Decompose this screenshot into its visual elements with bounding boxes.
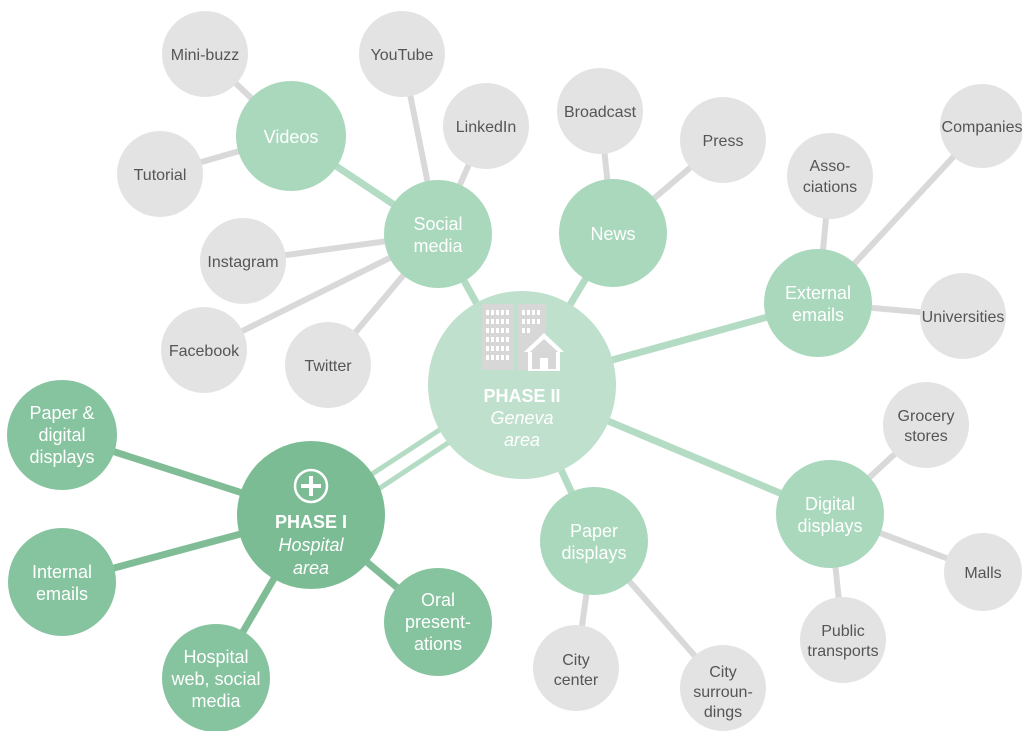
instagram-label: Instagram — [207, 254, 278, 271]
associations-label-2: ciations — [803, 179, 857, 196]
youtube-label: YouTube — [371, 47, 434, 64]
phase2-category-nodes: Videos Social media News External emails… — [236, 81, 884, 595]
paper-displays-label-2: displays — [561, 543, 626, 563]
buildings-house-icon — [482, 304, 564, 371]
oral-presentations-label-2: present- — [405, 612, 471, 632]
digital-displays-label-1: Digital — [805, 494, 855, 514]
node-videos: Videos — [236, 81, 346, 191]
node-broadcast: Broadcast — [557, 68, 643, 154]
node-city-center: City center — [533, 625, 619, 711]
node-associations: Asso- ciations — [787, 133, 873, 219]
internal-emails-label-2: emails — [36, 584, 88, 604]
edge-phase-link-b — [372, 436, 456, 495]
associations-label-1: Asso- — [810, 158, 851, 175]
news-label: News — [590, 224, 635, 244]
companies-label: Companies — [942, 119, 1022, 136]
public-transports-label-2: transports — [807, 643, 878, 660]
videos-label: Videos — [264, 127, 319, 147]
city-surroundings-label-2: surroun- — [693, 684, 753, 701]
broadcast-label: Broadcast — [564, 104, 637, 121]
malls-label: Malls — [964, 565, 1001, 582]
node-phase-1: PHASE I Hospital area — [237, 441, 385, 589]
node-linkedin: LinkedIn — [443, 83, 529, 169]
oral-presentations-label-1: Oral — [421, 590, 455, 610]
node-social-media: Social media — [384, 180, 492, 288]
node-phase-2: PHASE II Geneva area — [428, 291, 616, 479]
node-youtube: YouTube — [359, 11, 445, 97]
node-companies: Companies — [940, 84, 1022, 168]
phase-2-subtitle-2: area — [504, 430, 540, 450]
grocery-stores-label-2: stores — [904, 428, 948, 445]
social-media-label-1: Social — [413, 214, 462, 234]
social-media-label-2: media — [413, 236, 463, 256]
node-malls: Malls — [944, 533, 1022, 611]
hospital-web-label-1: Hospital — [183, 647, 248, 667]
oral-presentations-label-3: ations — [414, 634, 462, 654]
mini-buzz-label: Mini-buzz — [171, 47, 239, 64]
node-mini-buzz: Mini-buzz — [162, 11, 248, 97]
node-digital-displays: Digital displays — [776, 460, 884, 568]
node-instagram: Instagram — [200, 218, 286, 304]
node-oral-presentations: Oral present- ations — [384, 568, 492, 676]
universities-label: Universities — [922, 309, 1005, 326]
node-twitter: Twitter — [285, 322, 371, 408]
node-internal-emails: Internal emails — [8, 528, 116, 636]
node-facebook: Facebook — [161, 307, 247, 393]
phase1-category-nodes: Paper & digital displays Internal emails… — [7, 380, 492, 731]
hospital-cross-icon — [293, 468, 329, 504]
internal-emails-label-1: Internal — [32, 562, 92, 582]
city-surroundings-label-1: City — [709, 664, 737, 681]
node-grocery-stores: Grocery stores — [883, 382, 969, 468]
node-press: Press — [680, 97, 766, 183]
edge-phase-link-a — [364, 424, 446, 481]
node-paper-displays: Paper displays — [540, 487, 648, 595]
node-paper-digital-displays: Paper & digital displays — [7, 380, 117, 490]
phase-2-title: PHASE II — [483, 386, 560, 406]
city-center-label-1: City — [562, 652, 590, 669]
linkedin-label: LinkedIn — [456, 119, 517, 136]
node-public-transports: Public transports — [800, 597, 886, 683]
node-city-surroundings: City surroun- dings — [680, 645, 766, 731]
leaf-nodes: Mini-buzz Tutorial YouTube LinkedIn Inst… — [117, 11, 1022, 731]
node-tutorial: Tutorial — [117, 131, 203, 217]
tutorial-label: Tutorial — [134, 167, 187, 184]
digital-displays-label-2: displays — [797, 516, 862, 536]
phase-1-subtitle-2: area — [293, 558, 329, 578]
external-emails-label-2: emails — [792, 305, 844, 325]
twitter-label: Twitter — [304, 358, 352, 375]
press-label: Press — [703, 133, 744, 150]
paper-digital-displays-label-2: digital — [38, 425, 85, 445]
facebook-label: Facebook — [169, 343, 240, 360]
phase-1-title: PHASE I — [275, 512, 347, 532]
phase-1-subtitle-1: Hospital — [278, 535, 344, 555]
phase-2-subtitle-1: Geneva — [490, 408, 553, 428]
city-surroundings-label-3: dings — [704, 704, 742, 721]
node-universities: Universities — [920, 273, 1006, 359]
public-transports-label-1: Public — [821, 623, 865, 640]
external-emails-label-1: External — [785, 283, 851, 303]
hospital-web-label-3: media — [191, 691, 241, 711]
node-hospital-web: Hospital web, social media — [162, 624, 270, 731]
hospital-web-label-2: web, social — [170, 669, 260, 689]
paper-displays-label-1: Paper — [570, 521, 618, 541]
paper-digital-displays-label-1: Paper & — [29, 403, 94, 423]
grocery-stores-label-1: Grocery — [898, 408, 955, 425]
node-external-emails: External emails — [764, 249, 872, 357]
node-news: News — [559, 179, 667, 287]
paper-digital-displays-label-3: displays — [29, 447, 94, 467]
city-center-label-2: center — [554, 672, 599, 689]
